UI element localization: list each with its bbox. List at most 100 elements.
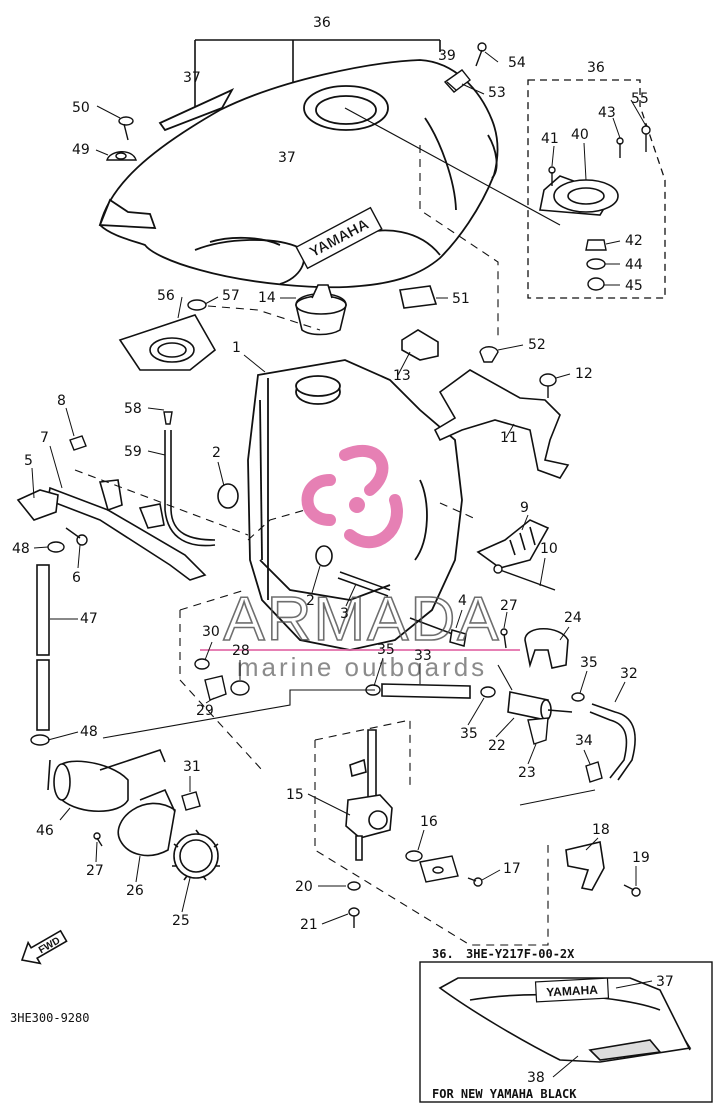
fwd-arrow-icon: FWD xyxy=(20,929,68,965)
inset-note: FOR NEW YAMAHA BLACK xyxy=(432,1087,577,1101)
callout-2-lower: 2 xyxy=(306,593,315,609)
clamp-24 xyxy=(524,628,569,669)
callout-37-left: 37 xyxy=(183,70,201,86)
hose-33 xyxy=(381,683,471,699)
callout-53: 53 xyxy=(488,85,506,101)
damper-29 xyxy=(204,675,227,701)
gear-25 xyxy=(172,829,220,881)
callout-23: 23 xyxy=(518,765,536,781)
clip-31 xyxy=(181,791,201,811)
callout-5: 5 xyxy=(24,453,33,469)
watermark-logo-mark xyxy=(301,444,403,549)
assembly-lines xyxy=(74,145,549,946)
band-26 xyxy=(117,788,176,857)
callout-35-b: 35 xyxy=(580,655,598,671)
callout-33: 33 xyxy=(414,648,432,664)
callout-4: 4 xyxy=(458,593,467,609)
callout-8: 8 xyxy=(57,393,66,409)
callout-labels: 36 37 37 39 54 53 50 49 36 55 43 41 40 4… xyxy=(12,15,650,933)
callout-34: 34 xyxy=(575,733,593,749)
callout-28: 28 xyxy=(232,643,250,659)
callout-7: 7 xyxy=(40,430,49,446)
inset-panel: 36. 3HE-Y217F-00-2X YAMAHA 37 38 FOR NEW… xyxy=(419,947,713,1103)
nut-42 xyxy=(585,239,607,251)
clip-8 xyxy=(69,435,87,451)
callout-29: 29 xyxy=(196,703,214,719)
hose-32 xyxy=(589,703,636,781)
fuel-filter-22 xyxy=(507,691,573,721)
callout-57: 57 xyxy=(222,288,240,304)
sender-18 xyxy=(565,841,605,891)
callout-21: 21 xyxy=(300,917,318,933)
drawing-number: 3HE300-9280 xyxy=(10,1011,89,1025)
cap-assembly-box xyxy=(527,79,666,299)
callout-50: 50 xyxy=(72,100,90,116)
callout-36-top: 36 xyxy=(313,15,331,31)
callout-leaders xyxy=(31,51,647,925)
fuel-pump-46 xyxy=(47,749,166,812)
callout-48-lower: 48 xyxy=(80,724,98,740)
callout-27-right: 27 xyxy=(500,598,518,614)
callout-12: 12 xyxy=(575,366,593,382)
damper-13 xyxy=(401,329,439,361)
callout-11: 11 xyxy=(500,430,518,446)
callout-59: 59 xyxy=(124,444,142,460)
collar-30 xyxy=(194,658,210,670)
clip-35-right xyxy=(571,692,585,702)
inset-part-number: 3HE-Y217F-00-2X xyxy=(466,947,575,961)
callout-44: 44 xyxy=(625,257,643,273)
washer-44 xyxy=(586,258,606,270)
bracket-23 xyxy=(527,717,549,745)
clip-34 xyxy=(585,761,603,783)
callout-43: 43 xyxy=(598,105,616,121)
callout-14: 14 xyxy=(258,290,276,306)
callout-20: 20 xyxy=(295,879,313,895)
screw-55 xyxy=(641,125,651,152)
callout-10: 10 xyxy=(540,541,558,557)
screw-43 xyxy=(616,137,624,158)
callout-6: 6 xyxy=(72,570,81,586)
seal-56 xyxy=(118,314,217,371)
screw-17 xyxy=(467,877,483,887)
callout-36-right: 36 xyxy=(587,60,605,76)
bracket-11 xyxy=(433,369,570,479)
callout-47: 47 xyxy=(80,611,98,627)
clip-35-mid xyxy=(480,686,496,698)
callout-52: 52 xyxy=(528,337,546,353)
callout-13: 13 xyxy=(393,368,411,384)
callout-35-a: 35 xyxy=(377,642,395,658)
grommet-28 xyxy=(230,680,250,696)
watermark-brand: ARMADA xyxy=(223,585,500,654)
bolt-4 xyxy=(409,617,467,647)
callout-17: 17 xyxy=(503,861,521,877)
damper-51 xyxy=(399,285,438,309)
callout-54: 54 xyxy=(508,55,526,71)
ring-57 xyxy=(187,299,207,311)
bolt-21 xyxy=(348,907,360,928)
callout-41: 41 xyxy=(541,131,559,147)
callout-58: 58 xyxy=(124,401,142,417)
bolt-10 xyxy=(493,564,556,591)
callout-51: 51 xyxy=(452,291,470,307)
damper-2-lower xyxy=(315,545,333,567)
callout-19: 19 xyxy=(632,850,650,866)
callout-24: 24 xyxy=(564,610,582,626)
inset-callout-38: 38 xyxy=(527,1070,545,1086)
bolt-6 xyxy=(65,527,88,546)
callout-22: 22 xyxy=(488,738,506,754)
oring-16 xyxy=(405,850,423,862)
callout-3: 3 xyxy=(340,606,349,622)
fitting-58 xyxy=(163,411,173,425)
callout-35-c: 35 xyxy=(460,726,478,742)
grommet-52 xyxy=(479,346,499,363)
hose-47 xyxy=(36,564,50,731)
tank-cover xyxy=(98,59,499,289)
fuel-cap-14 xyxy=(295,284,347,336)
bracket-5 xyxy=(16,489,59,521)
bracket-7 xyxy=(47,479,207,581)
inset-callout-37: 37 xyxy=(656,974,674,990)
callout-40: 40 xyxy=(571,127,589,143)
screw-27-left xyxy=(93,832,103,847)
callout-1: 1 xyxy=(232,340,241,356)
